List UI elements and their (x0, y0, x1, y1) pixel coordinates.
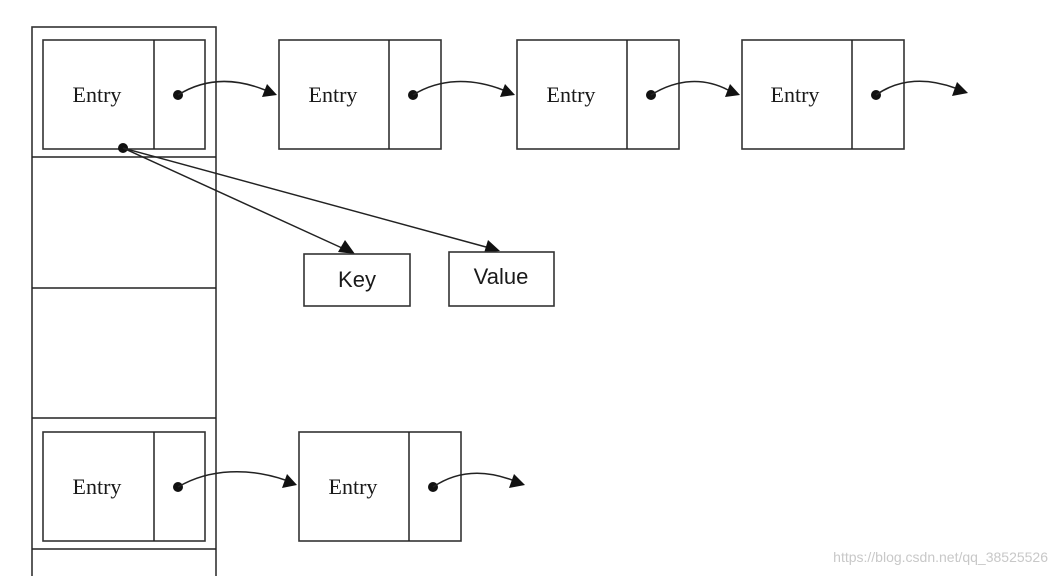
entry-node-bucket3-chain1: Entry (298, 431, 462, 542)
value-label: Value (474, 264, 529, 289)
entry-node-bucket0: Entry (42, 39, 206, 150)
next-arrow (412, 80, 515, 97)
next-arrow (650, 80, 740, 97)
arrowhead-icon (338, 240, 355, 254)
arrowhead-icon (484, 240, 500, 253)
next-arrow (177, 80, 277, 97)
entry-label: Entry (771, 82, 820, 107)
key-arrow (122, 147, 355, 254)
arrowhead-icon (509, 474, 525, 488)
entry-node-bucket3: Entry (42, 431, 206, 542)
entry-node-chain2: Entry (516, 39, 680, 150)
value-arrow (122, 147, 500, 253)
entry-label: Entry (329, 474, 378, 499)
entry-node-chain1: Entry (278, 39, 442, 150)
value-node: Value (448, 251, 555, 307)
arrowhead-icon (282, 474, 297, 488)
arrowhead-icon (262, 84, 277, 97)
arrowhead-icon (725, 84, 740, 97)
next-arrow (177, 470, 297, 488)
entry-label: Entry (547, 82, 596, 107)
arrowhead-icon (500, 84, 515, 97)
next-arrow-end (875, 80, 968, 96)
key-node: Key (303, 253, 411, 307)
next-arrow-end (432, 472, 525, 488)
entry-label: Entry (73, 82, 122, 107)
entry-label: Entry (309, 82, 358, 107)
arrowhead-icon (952, 82, 968, 96)
watermark-text: https://blog.csdn.net/qq_38525526 (833, 549, 1048, 565)
entry-label: Entry (73, 474, 122, 499)
key-label: Key (338, 267, 376, 292)
entry-node-chain3: Entry (741, 39, 905, 150)
